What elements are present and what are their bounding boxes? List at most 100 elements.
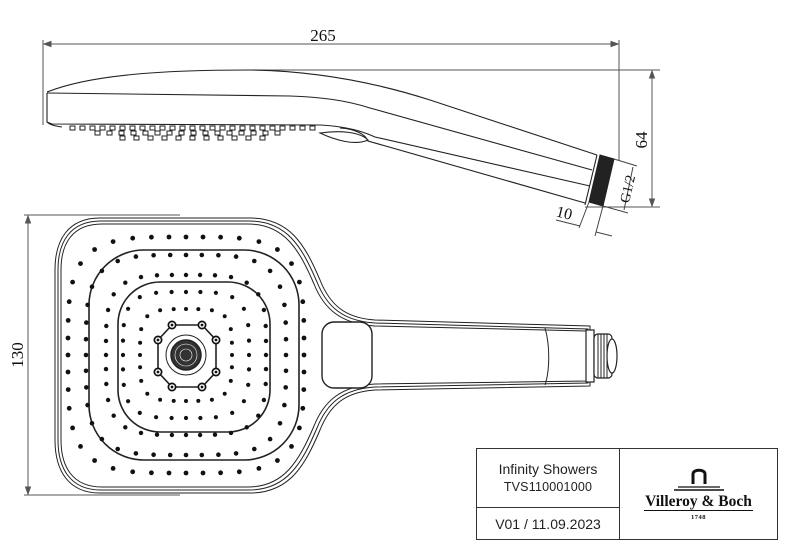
massage-nozzle — [156, 370, 160, 374]
nozzle-dot — [228, 378, 233, 383]
nozzle-dot — [154, 273, 160, 278]
nozzle-dot — [110, 466, 116, 471]
nozzle-dot — [289, 444, 294, 449]
nozzle-dot — [297, 425, 302, 431]
nozzle-dot — [283, 352, 289, 358]
side-nozzle — [106, 130, 113, 136]
nozzle-dot — [169, 289, 174, 295]
nozzle-dot — [111, 292, 116, 297]
brand-name: Villeroy & Boch — [644, 493, 753, 511]
nozzle-dot — [149, 470, 154, 476]
spray-mode-button — [321, 321, 373, 389]
nozzle-dot — [230, 353, 234, 357]
handle-collar — [544, 327, 550, 386]
side-nozzle — [259, 125, 266, 131]
nozzle-dot — [85, 302, 90, 308]
nozzle-dot — [167, 252, 173, 258]
nozzle-dot — [171, 307, 176, 312]
side-nozzle — [94, 130, 101, 136]
nozzle-dot — [213, 290, 218, 295]
nozzle-dot — [183, 234, 189, 240]
nozzle-dot — [123, 280, 128, 285]
top-view — [54, 217, 618, 494]
head-outline-inner — [60, 223, 587, 488]
nozzle-dot — [282, 402, 287, 408]
nozzle-dot — [126, 399, 131, 404]
arrowhead — [610, 40, 620, 48]
side-view — [46, 69, 598, 206]
nozzle-dot — [297, 279, 302, 285]
nozzle-dot — [263, 323, 268, 329]
nozzle-dot — [105, 307, 111, 313]
nozzle-dot — [138, 340, 143, 345]
nozzle-dot — [105, 397, 111, 403]
nozzle-dot — [183, 432, 189, 438]
side-nozzle — [217, 135, 224, 141]
nozzle-dot — [301, 352, 307, 358]
thread-hatch — [588, 154, 615, 207]
nozzle-dot — [65, 335, 71, 341]
side-nozzle — [89, 125, 96, 131]
side-nozzle — [249, 125, 256, 131]
nozzle-dot — [89, 421, 95, 426]
nozzle-dot — [65, 369, 71, 375]
massage-nozzle — [214, 370, 218, 374]
nozzle-dot — [133, 254, 139, 259]
nozzle-dot — [138, 430, 144, 436]
nozzle-dot — [301, 318, 307, 323]
nozzle-dot — [256, 239, 262, 245]
nozzle-dot — [120, 352, 126, 358]
nozzle-dot — [256, 466, 262, 471]
nozzle-dot — [283, 368, 289, 374]
nozzle-dot — [78, 444, 83, 449]
dimension-thread — [602, 158, 638, 214]
nozzle-dot — [198, 415, 203, 421]
nozzle-dot — [222, 314, 227, 319]
nozzle-dot — [300, 299, 306, 305]
nozzle-dot — [66, 299, 72, 305]
nozzle-dot — [145, 314, 150, 319]
nozzle-dot — [246, 352, 252, 358]
side-nozzle — [309, 125, 316, 131]
nozzle-dot — [65, 387, 71, 392]
product-name: Infinity Showers — [498, 461, 598, 477]
nozzle-dot — [115, 446, 120, 452]
center-jet-grid — [174, 343, 198, 367]
nozzle-dot — [282, 302, 287, 308]
nozzle-dot — [83, 336, 89, 342]
octagon-nozzles — [153, 320, 221, 392]
side-nozzle — [130, 130, 137, 136]
side-nozzle — [245, 135, 252, 141]
nozzle-dot — [154, 432, 160, 437]
side-nozzle — [142, 130, 149, 136]
side-nozzle — [259, 135, 266, 141]
side-nozzle — [219, 125, 226, 131]
side-nozzle — [250, 130, 257, 136]
article-number: TVS110001000 — [503, 480, 593, 494]
nozzle-dot — [275, 458, 280, 463]
nozzle-dot — [99, 268, 105, 274]
dimension-line-thread — [623, 166, 634, 211]
dimension-label-length: 265 — [310, 26, 336, 45]
nozzle-dot — [199, 452, 205, 458]
side-nozzle — [199, 125, 206, 131]
side-nozzle — [279, 125, 286, 131]
nozzle-dot — [229, 340, 234, 345]
nozzle-dot — [277, 421, 283, 426]
head-outline-mid — [57, 220, 589, 491]
side-nozzle — [274, 130, 281, 136]
center-ring — [165, 334, 207, 376]
side-nozzle — [161, 135, 168, 141]
nozzle-dot — [158, 397, 163, 402]
nozzle-dot — [123, 425, 128, 430]
nozzle-dot — [115, 258, 120, 264]
side-nozzle — [69, 125, 76, 131]
side-thread — [588, 154, 615, 207]
side-nozzle — [214, 130, 221, 136]
nozzle-dot — [83, 352, 89, 358]
side-nozzle — [129, 125, 136, 131]
nozzle-dot — [149, 234, 154, 240]
nozzle-dot — [275, 247, 280, 252]
nozzle-dot — [92, 458, 97, 463]
side-nozzle — [203, 135, 210, 141]
